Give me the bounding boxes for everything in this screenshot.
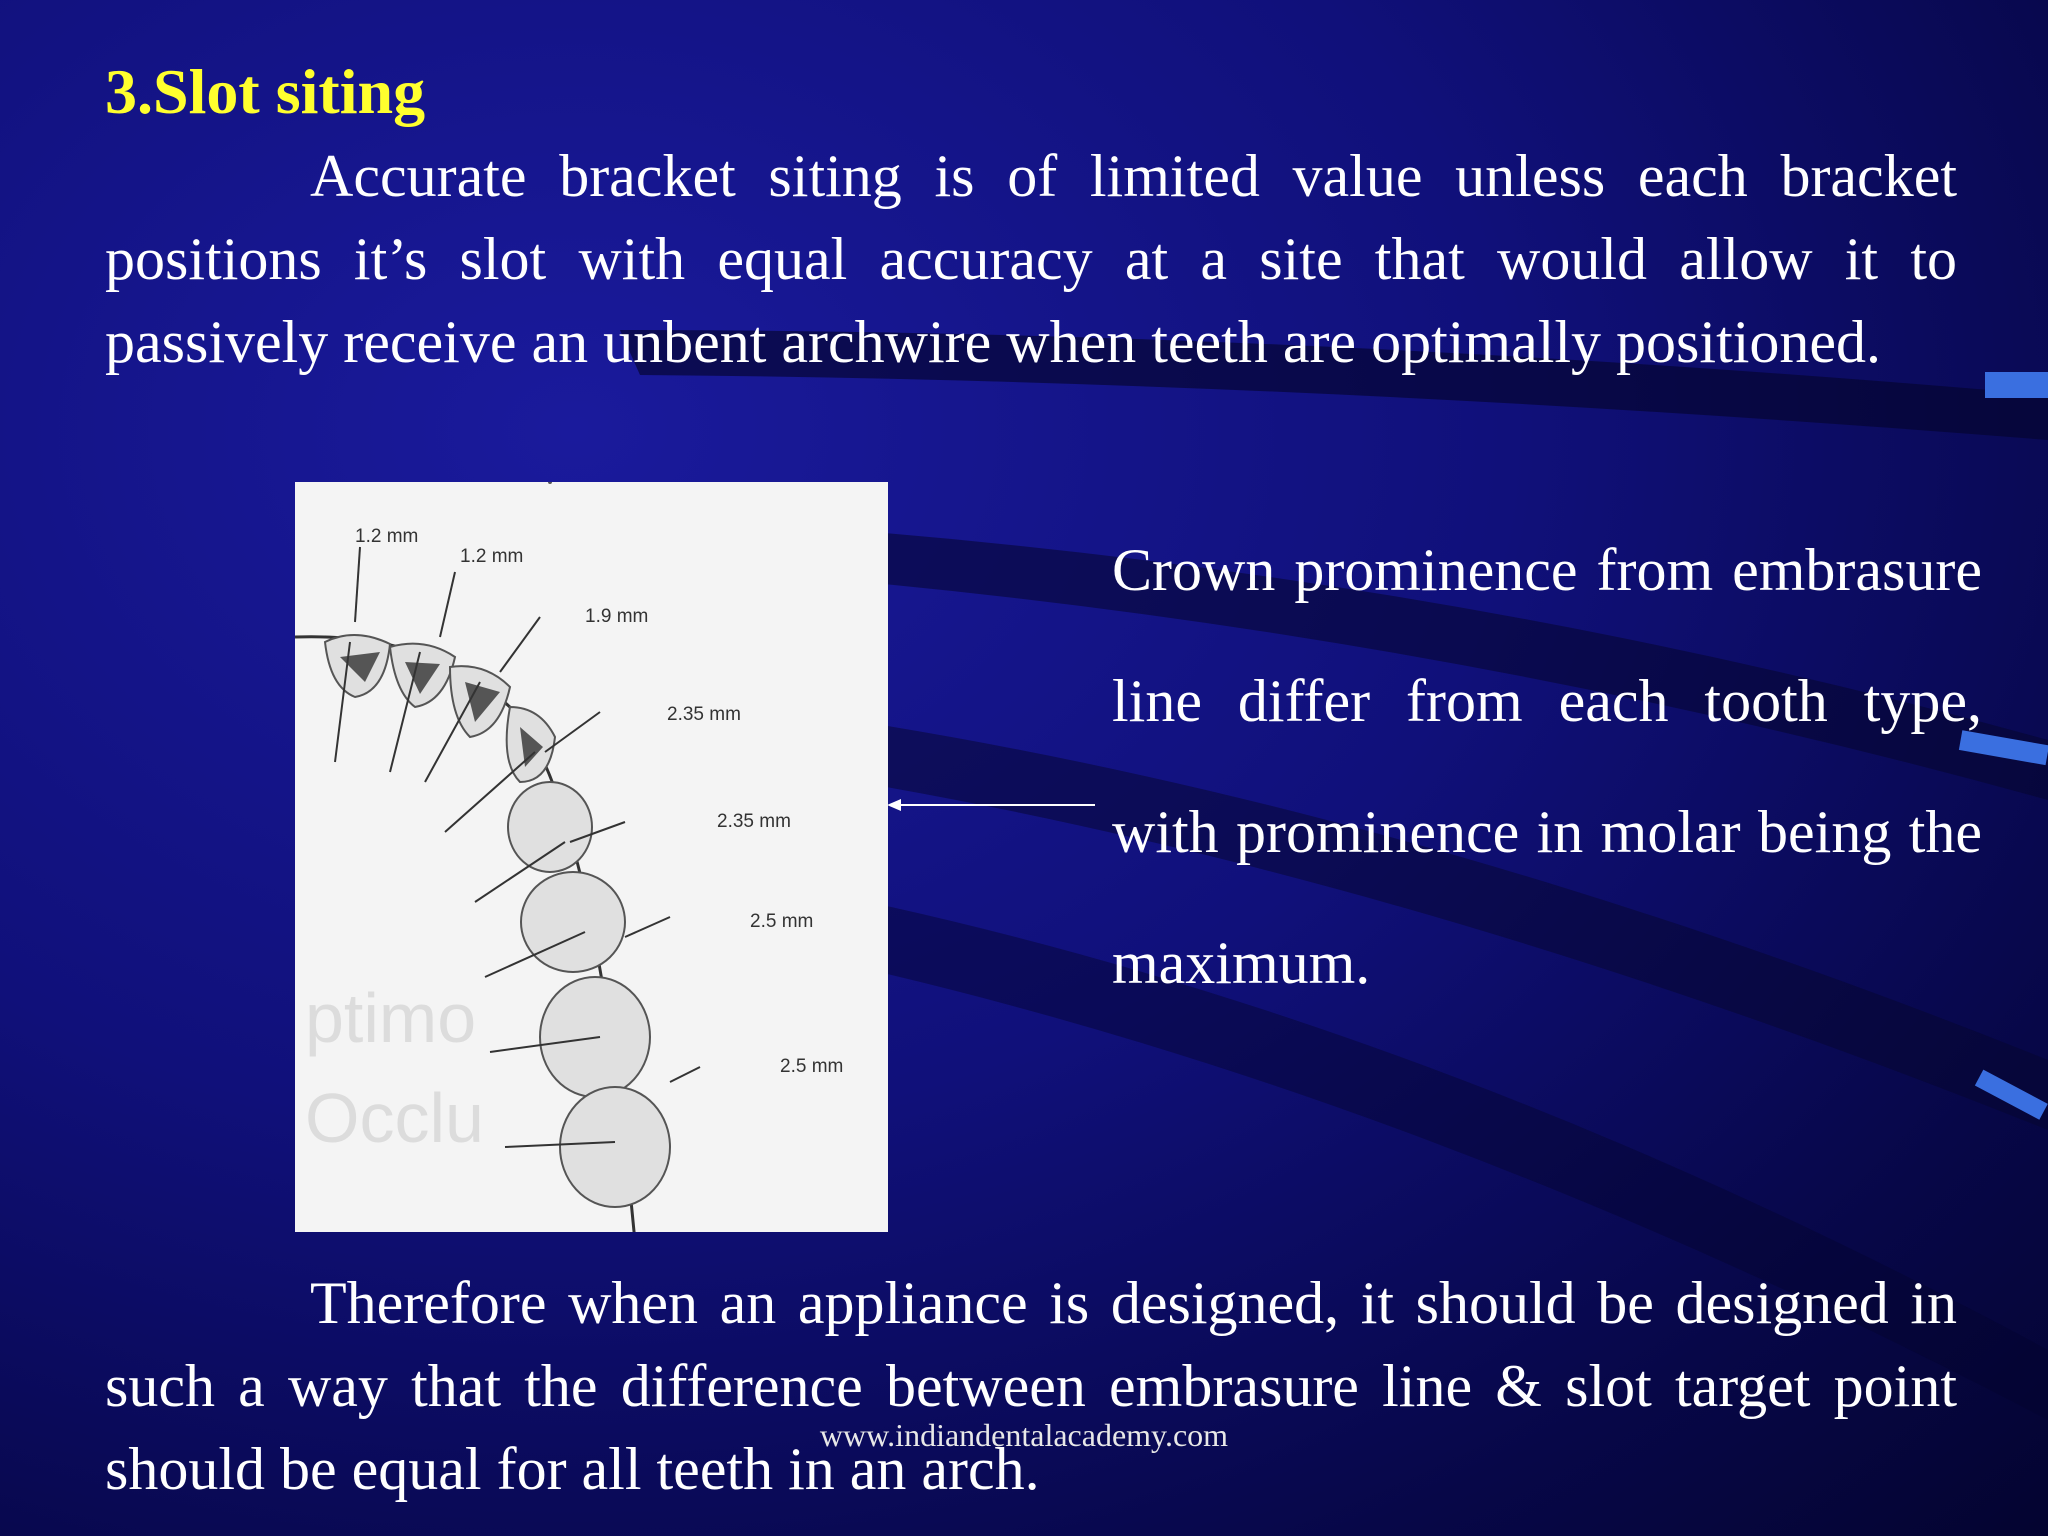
axis-lines <box>334 641 616 1148</box>
tooth-prominence-figure: ptimo Occlu <box>295 482 888 1232</box>
intro-paragraph-text: Accurate bracket siting is of limited va… <box>105 143 1957 375</box>
crown-prominence-text: Crown prominence from embrasure line dif… <box>1112 537 1982 996</box>
label-arrows <box>354 546 701 1083</box>
intro-paragraph: Accurate bracket siting is of limited va… <box>105 135 1957 384</box>
watermark-url: www.indiandentalacademy.com <box>819 1417 1229 1453</box>
faded-background-text: Occlu <box>305 1079 484 1157</box>
pointer-arrow <box>887 799 1095 811</box>
conclusion-paragraph-text: Therefore when an appliance is designed,… <box>105 1270 1957 1502</box>
faded-background-text: ptimo <box>305 979 476 1057</box>
slide-title: 3.Slot siting <box>105 56 426 127</box>
figure-label: 2.35 mm <box>717 811 791 832</box>
tooth-arch-diagram: ptimo Occlu <box>295 482 843 1232</box>
figure-label: 2.35 mm <box>667 704 741 725</box>
figure-label: 2.5 mm <box>780 1056 843 1077</box>
figure-label: 1.2 mm <box>460 546 523 567</box>
figure-label: 2.5 mm <box>750 911 813 932</box>
conclusion-paragraph: Therefore when an appliance is designed,… <box>105 1262 1957 1511</box>
tooth-shading <box>340 652 543 767</box>
figure-label: 1.9 mm <box>585 606 648 627</box>
figure-label: 1.2 mm <box>355 526 418 547</box>
